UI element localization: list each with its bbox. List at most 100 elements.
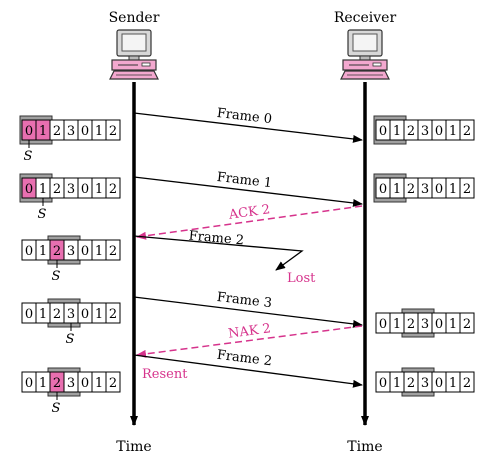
sequence-number: 1 [95, 244, 103, 259]
sequence-number: 0 [379, 124, 387, 139]
sequence-number: 2 [53, 307, 61, 322]
sequence-number: 1 [95, 182, 103, 197]
sequence-number: 3 [67, 182, 75, 197]
sequence-number: 0 [435, 317, 443, 332]
pointer-label: S [24, 149, 33, 164]
sequence-number: 1 [39, 124, 47, 139]
sequence-number: 0 [81, 182, 89, 197]
sequence-number: 0 [379, 376, 387, 391]
sender-label: Sender [109, 10, 160, 26]
sequence-cell [105, 371, 121, 393]
sequence-number: 0 [435, 376, 443, 391]
sequence-number: 2 [463, 317, 471, 332]
frame-3-label: Frame 3 [216, 290, 273, 311]
sequence-number: 3 [421, 376, 429, 391]
sequence-number: 2 [463, 182, 471, 197]
resent-label: Resent [142, 367, 188, 382]
sequence-number: 1 [449, 376, 457, 391]
frame-2-resent-arrow [133, 354, 363, 388]
sequence-cell [459, 119, 475, 141]
sequence-number: 2 [109, 124, 117, 139]
frame-3-arrow [133, 296, 363, 328]
nak-2-label: NAK 2 [227, 321, 271, 341]
sequence-number: 2 [53, 124, 61, 139]
sequence-number: 1 [39, 307, 47, 322]
sender-time-label: Time [116, 439, 151, 455]
sequence-number: 3 [67, 124, 75, 139]
sequence-cell [105, 302, 121, 324]
sequence-number: 3 [67, 244, 75, 259]
sequence-cell [459, 177, 475, 199]
sequence-number: 2 [109, 182, 117, 197]
sequence-number: 1 [95, 307, 103, 322]
receiver-time-label: Time [347, 439, 382, 455]
sequence-number: 1 [393, 376, 401, 391]
sequence-cell [105, 239, 121, 261]
frame-1-arrow [133, 176, 363, 207]
sequence-number: 1 [39, 244, 47, 259]
sequence-number: 1 [449, 124, 457, 139]
frame-2-label: Frame 2 [188, 229, 245, 249]
nak-2-arrow [136, 325, 363, 358]
frame-1-label: Frame 1 [216, 170, 273, 191]
pointer-label: S [66, 332, 75, 347]
sequence-number: 0 [25, 376, 33, 391]
sequence-number: 0 [25, 307, 33, 322]
sequence-cell [459, 371, 475, 393]
sequence-number: 3 [421, 182, 429, 197]
sequence-number: 3 [421, 317, 429, 332]
receiver-label: Receiver [334, 10, 397, 26]
sequence-number: 1 [95, 376, 103, 391]
sequence-number: 2 [407, 124, 415, 139]
sequence-number: 2 [53, 182, 61, 197]
sequence-number: 1 [95, 124, 103, 139]
sequence-number: 2 [53, 376, 61, 391]
sequence-number: 0 [81, 244, 89, 259]
sequence-number: 2 [407, 376, 415, 391]
frame-0-arrow [133, 112, 363, 143]
sequence-cell [105, 119, 121, 141]
sequence-number: 1 [39, 182, 47, 197]
sequence-number: 0 [435, 182, 443, 197]
sequence-cell [459, 312, 475, 334]
sequence-number: 3 [421, 124, 429, 139]
sequence-number: 2 [53, 244, 61, 259]
sequence-number: 0 [25, 124, 33, 139]
pointer-label: S [52, 401, 61, 416]
receiver-computer-icon [340, 29, 390, 80]
sequence-number: 2 [109, 307, 117, 322]
ack-2-label: ACK 2 [227, 202, 271, 223]
sequence-number: 0 [379, 317, 387, 332]
sequence-number: 2 [109, 244, 117, 259]
sequence-number: 0 [81, 376, 89, 391]
sequence-number: 2 [407, 317, 415, 332]
frame-2-resent-label: Frame 2 [216, 348, 273, 370]
pointer-label: S [38, 207, 47, 222]
sequence-number: 2 [407, 182, 415, 197]
sequence-number: 1 [449, 317, 457, 332]
sequence-number: 2 [463, 124, 471, 139]
sequence-number: 1 [393, 182, 401, 197]
sequence-number: 0 [25, 182, 33, 197]
sequence-number: 1 [449, 182, 457, 197]
pointer-label: S [52, 269, 61, 284]
frame-0-label: Frame 0 [216, 106, 273, 127]
frame-2-lost-arrow [133, 235, 304, 271]
sender-computer-icon [109, 29, 159, 80]
sequence-number: 2 [109, 376, 117, 391]
sequence-number: 0 [435, 124, 443, 139]
ack-2-arrow [136, 205, 363, 240]
sequence-number: 1 [39, 376, 47, 391]
sequence-number: 0 [81, 307, 89, 322]
